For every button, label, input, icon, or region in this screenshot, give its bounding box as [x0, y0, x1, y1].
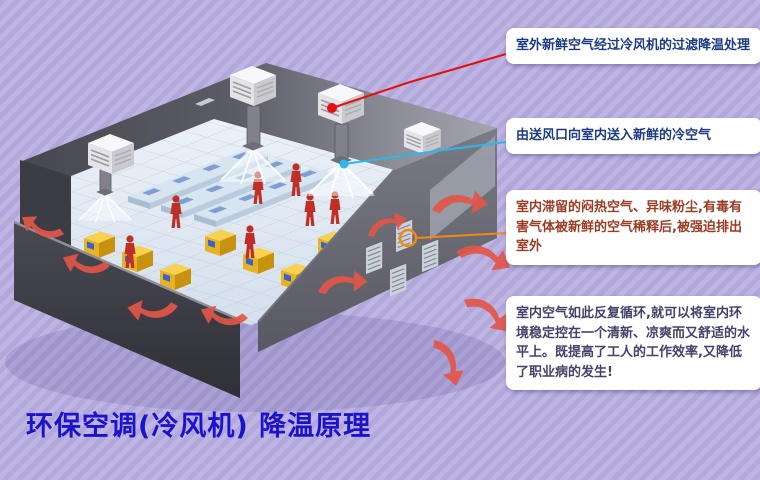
callout-cold-air-supply: 由送风口向室内送入新鲜的冷空气 [506, 118, 760, 154]
right-wall-panel [430, 136, 495, 240]
callout-text: 室外新鲜空气经过冷风机的过滤降温处理 [516, 38, 751, 53]
connector-fresh-air [327, 53, 507, 113]
connector-cold-air-supply [339, 141, 507, 169]
front-wall-edge [13, 220, 241, 322]
callout-text: 室内空气如此反复循环,就可以将室内环境稳定控在一个清新、凉爽而又舒适的水平上。既… [516, 306, 751, 380]
callout-fresh-air-filtering: 室外新鲜空气经过冷风机的过滤降温处理 [506, 28, 760, 64]
callout-text: 室内滞留的闷热空气、异味粉尘,有毒有害气体被新鲜的空气稀释后,被强迫排出室外 [516, 200, 742, 254]
orange-ring-marker [398, 228, 418, 248]
callout-exhaust-and-dilution: 室内滞留的闷热空气、异味粉尘,有毒有害气体被新鲜的空气稀释后,被强迫排出室外 [506, 190, 760, 265]
supply-duct [246, 105, 261, 147]
callout-circulation-benefit: 室内空气如此反复循环,就可以将室内环境稳定控在一个清新、凉爽而又舒适的水平上。既… [506, 296, 760, 390]
page-title: 环保空调(冷风机) 降温原理 [26, 411, 372, 442]
red-dot-marker [327, 103, 337, 113]
connector-exhaust [398, 228, 507, 248]
callout-text: 由送风口向室内送入新鲜的冷空气 [516, 128, 712, 143]
roof-vent [195, 98, 215, 106]
cyan-dot-marker [339, 159, 349, 169]
supply-duct [334, 123, 349, 161]
